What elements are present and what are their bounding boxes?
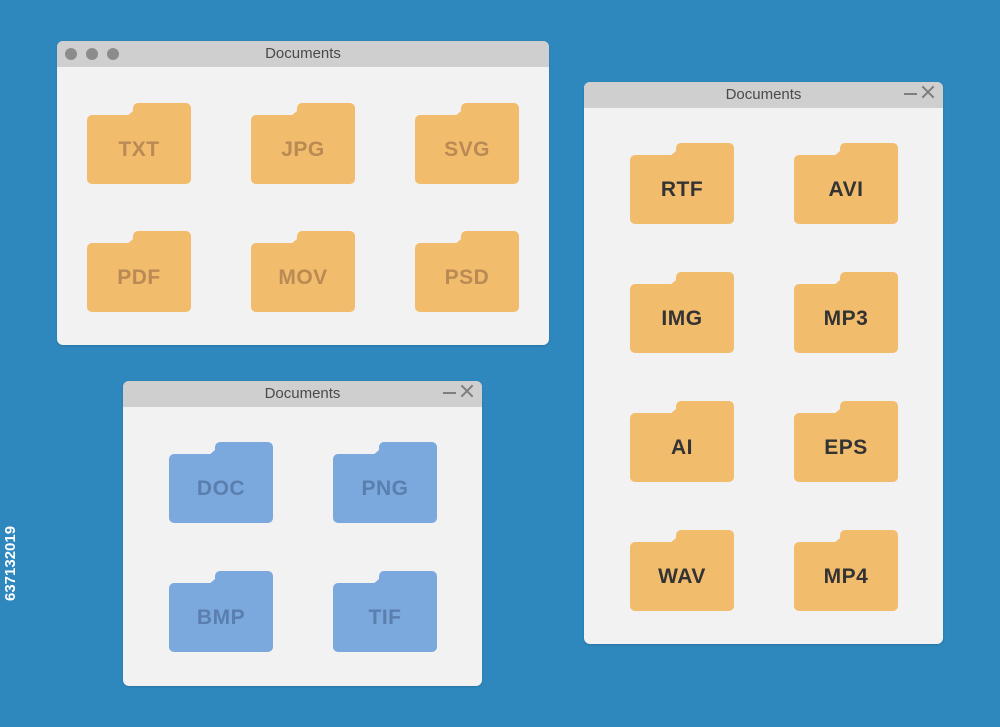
minimize-icon[interactable] bbox=[904, 93, 917, 95]
close-icon[interactable] bbox=[921, 85, 935, 99]
folder-icon-svg[interactable]: SVG bbox=[415, 103, 519, 184]
minimize-dot-icon[interactable] bbox=[86, 48, 98, 60]
folder-icon-txt[interactable]: TXT bbox=[87, 103, 191, 184]
folder-label: EPS bbox=[794, 413, 898, 482]
folder-label: TIF bbox=[333, 583, 437, 652]
folder-label: MP4 bbox=[794, 542, 898, 611]
folder-icon-jpg[interactable]: JPG bbox=[251, 103, 355, 184]
close-dot-icon[interactable] bbox=[65, 48, 77, 60]
folder-label: BMP bbox=[169, 583, 273, 652]
folder-icon-mp4[interactable]: MP4 bbox=[794, 530, 898, 611]
folder-icon-mp3[interactable]: MP3 bbox=[794, 272, 898, 353]
window-2-title: Documents bbox=[725, 86, 802, 103]
folder-label: PDF bbox=[87, 243, 191, 312]
folder-icon-pdf[interactable]: PDF bbox=[87, 231, 191, 312]
folder-icon-png[interactable]: PNG bbox=[333, 442, 437, 523]
folder-icon-rtf[interactable]: RTF bbox=[630, 143, 734, 224]
window-1-titlebar[interactable]: Documents bbox=[57, 41, 549, 67]
stock-id-watermark: 637132019 bbox=[2, 525, 19, 601]
folder-label: IMG bbox=[630, 284, 734, 353]
documents-window-1: Documents TXT JPG SVG PDF MOV PSD bbox=[57, 41, 549, 345]
minimize-icon[interactable] bbox=[443, 392, 456, 394]
documents-window-3: Documents DOC PNG BMP TIF bbox=[123, 381, 482, 686]
folder-label: PNG bbox=[333, 454, 437, 523]
folder-icon-doc[interactable]: DOC bbox=[169, 442, 273, 523]
folder-icon-bmp[interactable]: BMP bbox=[169, 571, 273, 652]
window-3-title: Documents bbox=[264, 385, 341, 402]
folder-label: MOV bbox=[251, 243, 355, 312]
folder-icon-wav[interactable]: WAV bbox=[630, 530, 734, 611]
folder-label: PSD bbox=[415, 243, 519, 312]
folder-label: JPG bbox=[251, 115, 355, 184]
window-2-titlebar[interactable]: Documents bbox=[584, 82, 943, 108]
folder-icon-ai[interactable]: AI bbox=[630, 401, 734, 482]
window-3-controls bbox=[443, 384, 474, 400]
folder-label: DOC bbox=[169, 454, 273, 523]
folder-icon-tif[interactable]: TIF bbox=[333, 571, 437, 652]
close-icon[interactable] bbox=[460, 384, 474, 398]
folder-icon-mov[interactable]: MOV bbox=[251, 231, 355, 312]
window-2-controls bbox=[904, 85, 935, 101]
window-1-traffic-lights bbox=[65, 48, 119, 60]
folder-label: RTF bbox=[630, 155, 734, 224]
folder-label: WAV bbox=[630, 542, 734, 611]
folder-icon-img[interactable]: IMG bbox=[630, 272, 734, 353]
folder-label: TXT bbox=[87, 115, 191, 184]
window-1-title: Documents bbox=[265, 45, 341, 62]
folder-label: MP3 bbox=[794, 284, 898, 353]
folder-icon-psd[interactable]: PSD bbox=[415, 231, 519, 312]
folder-icon-avi[interactable]: AVI bbox=[794, 143, 898, 224]
folder-label: AI bbox=[630, 413, 734, 482]
maximize-dot-icon[interactable] bbox=[107, 48, 119, 60]
documents-window-2: Documents RTF AVI IMG MP3 AI EPS WAV MP4 bbox=[584, 82, 943, 644]
window-3-titlebar[interactable]: Documents bbox=[123, 381, 482, 407]
folder-label: AVI bbox=[794, 155, 898, 224]
folder-label: SVG bbox=[415, 115, 519, 184]
folder-icon-eps[interactable]: EPS bbox=[794, 401, 898, 482]
